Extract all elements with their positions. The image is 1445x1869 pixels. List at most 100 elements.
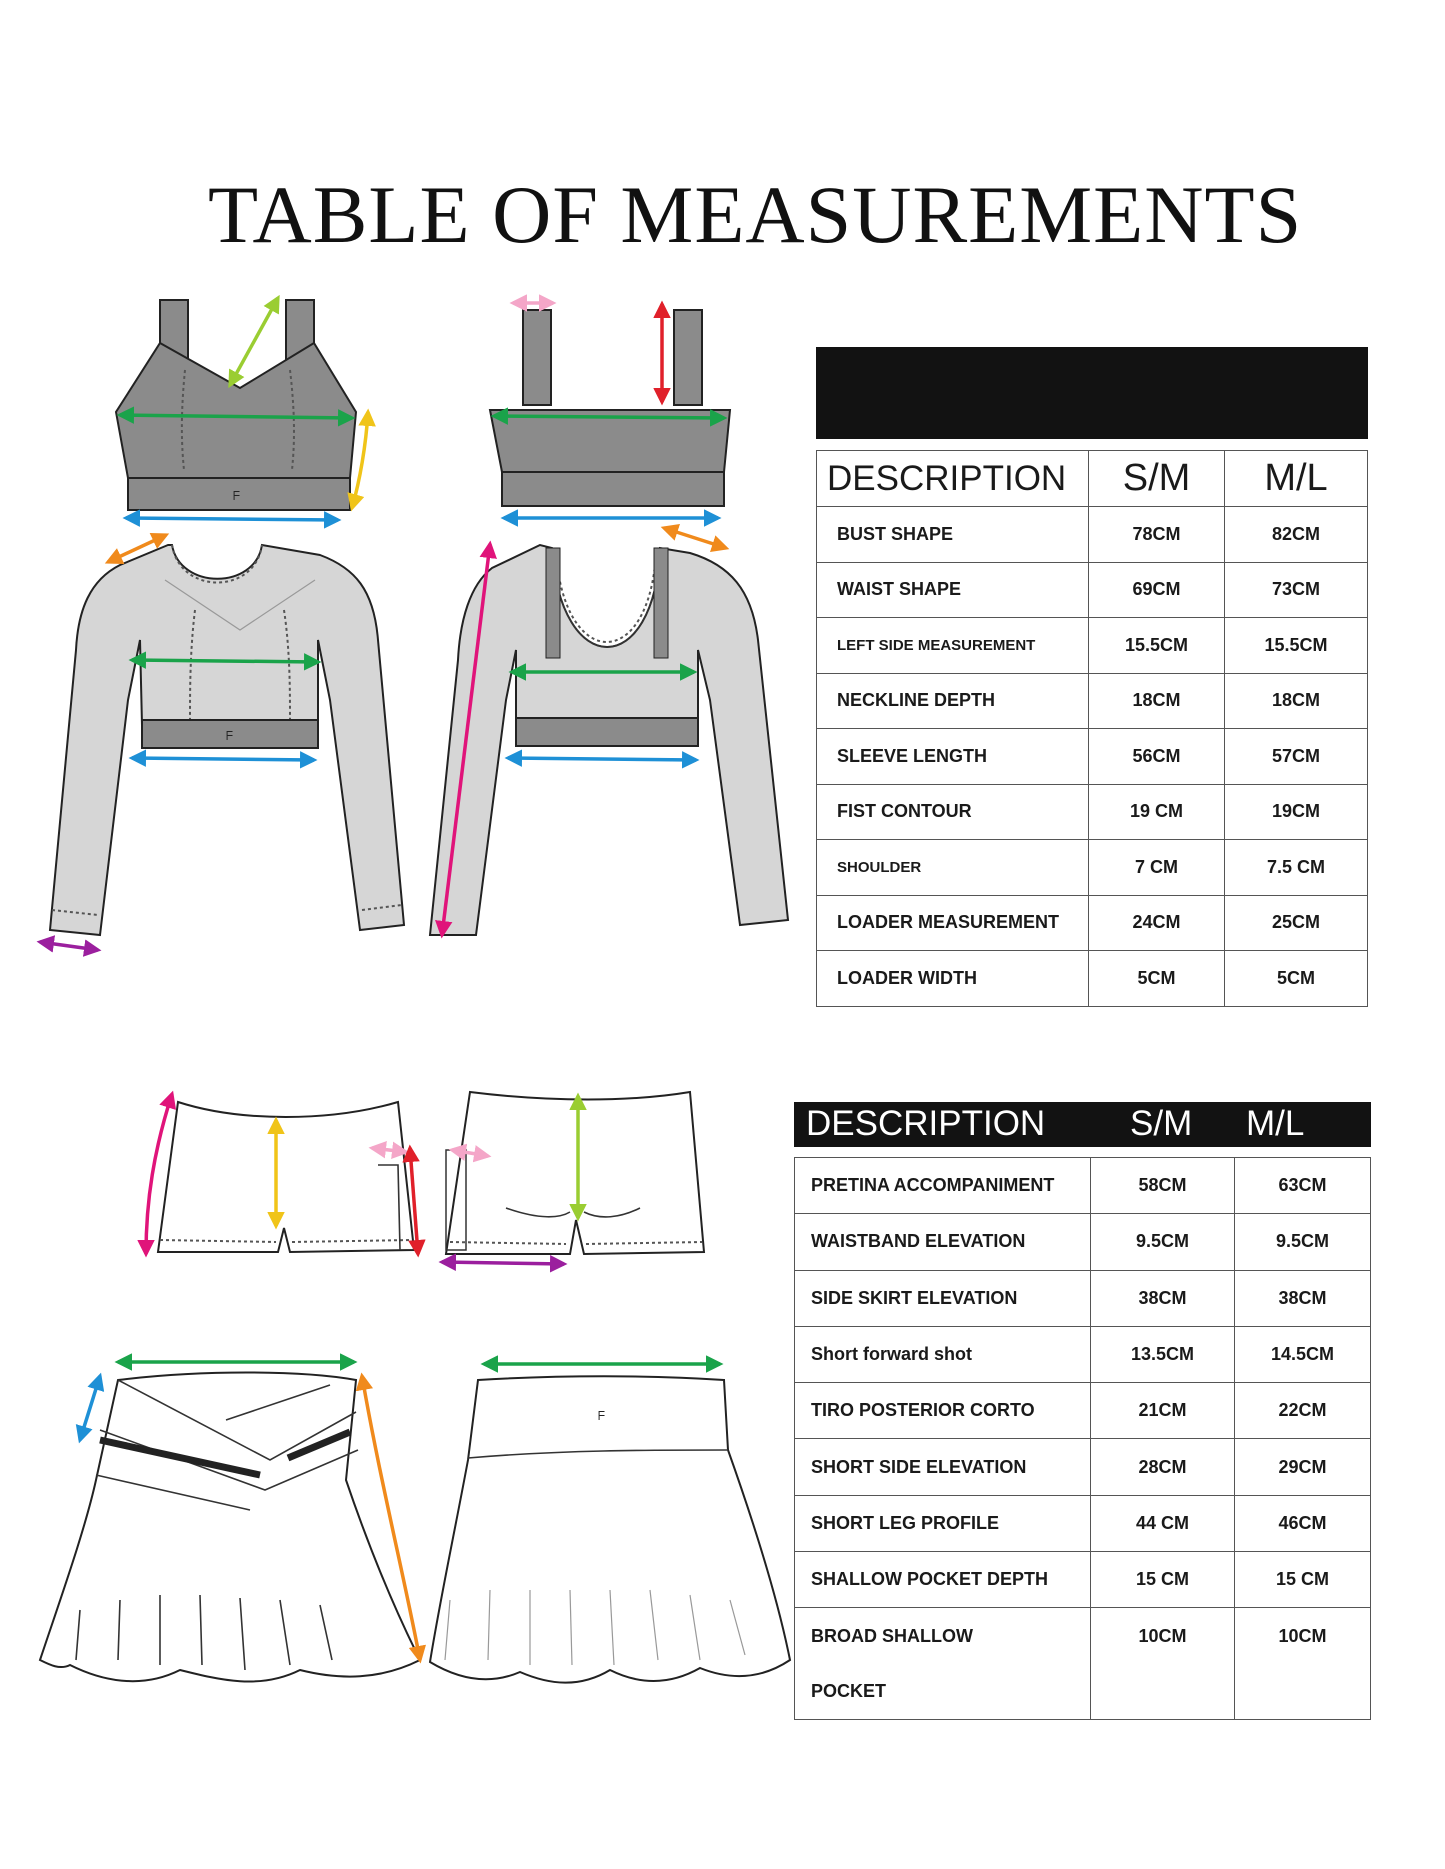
row-ml-value: 25CM (1224, 894, 1368, 951)
measurement-arrows (36, 294, 730, 1664)
row-label: POCKET (794, 1663, 1091, 1720)
arrow-orange-shoulder (104, 532, 170, 565)
arrow-purple-leg (438, 1253, 568, 1273)
row-sm-value: 18CM (1088, 672, 1225, 729)
row-ml-value: 82CM (1224, 506, 1368, 563)
row-label: NECKLINE DEPTH (816, 672, 1089, 729)
row-sm-value: 78CM (1088, 506, 1225, 563)
arrow-green-bust-back (490, 407, 728, 427)
row-sm-value: 56CM (1088, 728, 1225, 785)
row-sm-value (1090, 1663, 1235, 1720)
arrow-blue-waist-front (122, 509, 342, 529)
table-row: LOADER MEASUREMENT 24CM 25CM (816, 894, 1368, 951)
top-measurement-table: DESCRIPTION S/M M/L BUST SHAPE 78CM 82CM… (816, 450, 1368, 1007)
longsleeve-front-drawing: ᖴ (48, 543, 406, 937)
arrow-pink-back-pocket (448, 1143, 492, 1163)
row-ml-value: 38CM (1234, 1269, 1371, 1327)
table-row: BUST SHAPE 78CM 82CM (816, 506, 1368, 563)
row-sm-value: 5CM (1088, 950, 1225, 1007)
row-ml-value: 57CM (1224, 728, 1368, 785)
row-label: LOADER MEASUREMENT (816, 894, 1089, 951)
skirt-front-drawing (38, 1371, 422, 1683)
table-row: SLEEVE LENGTH 56CM 57CM (816, 728, 1368, 785)
arrow-pink-pocket (368, 1140, 410, 1160)
row-label: SLEEVE LENGTH (816, 728, 1089, 785)
row-ml-value: 5CM (1224, 950, 1368, 1007)
row-label: TIRO POSTERIOR CORTO (794, 1382, 1091, 1440)
row-label: SHORT LEG PROFILE (794, 1494, 1091, 1553)
row-ml-value: 15 CM (1234, 1551, 1371, 1609)
row-sm-value: 21CM (1090, 1382, 1235, 1440)
row-ml-value: 10CM (1234, 1607, 1371, 1664)
header-description: DESCRIPTION (816, 450, 1089, 507)
row-ml-value (1234, 1663, 1371, 1720)
arrow-blue-waistband-height (75, 1372, 105, 1444)
arrow-magenta-short-side (137, 1090, 177, 1258)
row-ml-value: 14.5CM (1234, 1325, 1371, 1384)
arrow-purple-cuff (36, 935, 102, 957)
table-row: BROAD SHALLOW 10CM 10CM (794, 1607, 1371, 1664)
row-label: SIDE SKIRT ELEVATION (794, 1269, 1091, 1327)
table-row: PRETINA ACCOMPANIMENT 58CM 63CM (794, 1156, 1371, 1215)
row-sm-value: 24CM (1088, 894, 1225, 951)
row-label: PRETINA ACCOMPANIMENT (794, 1156, 1091, 1215)
table-row: POCKET (794, 1663, 1371, 1720)
row-label: SHALLOW POCKET DEPTH (794, 1551, 1091, 1609)
row-ml-value: 46CM (1234, 1494, 1371, 1553)
table-row: LEFT SIDE MEASUREMENT 15.5CM 15.5CM (816, 617, 1368, 674)
row-ml-value: 18CM (1224, 672, 1368, 729)
svg-text:ᖴ: ᖴ (233, 489, 240, 503)
table-row: WAISTBAND ELEVATION 9.5CM 9.5CM (794, 1213, 1371, 1271)
arrow-green-bust-sleeve-front (128, 651, 322, 671)
arrow-orange-shoulder-back (660, 523, 730, 553)
row-ml-value: 22CM (1234, 1382, 1371, 1440)
header-description: DESCRIPTION (806, 1104, 1046, 1143)
header-sm: S/M (1088, 450, 1225, 507)
table-row: SHORT LEG PROFILE 44 CM 46CM (794, 1494, 1371, 1553)
row-ml-value: 29CM (1234, 1438, 1371, 1496)
row-sm-value: 15.5CM (1088, 617, 1225, 674)
row-sm-value: 7 CM (1088, 839, 1225, 896)
table-row: LOADER WIDTH 5CM 5CM (816, 950, 1368, 1007)
header-ml: M/L (1246, 1104, 1305, 1143)
table-header-row: DESCRIPTION S/M M/L (816, 450, 1368, 507)
top-table-header-bar (816, 347, 1368, 439)
row-label: Short forward shot (794, 1325, 1091, 1384)
page-title: TABLE OF MEASUREMENTS (208, 169, 1303, 260)
row-sm-value: 28CM (1090, 1438, 1235, 1496)
table-row: SIDE SKIRT ELEVATION 38CM 38CM (794, 1269, 1371, 1327)
arrow-magenta-sleeve-length (435, 540, 497, 939)
row-sm-value: 58CM (1090, 1156, 1235, 1215)
bottom-measurement-table: PRETINA ACCOMPANIMENT 58CM 63CM WAISTBAN… (794, 1156, 1371, 1720)
row-label: BROAD SHALLOW (794, 1607, 1091, 1664)
skirt-back-drawing: ᖴ (428, 1375, 792, 1684)
table-row: FIST CONTOUR 19 CM 19CM (816, 783, 1368, 840)
longsleeve-back-drawing (428, 543, 790, 936)
row-ml-value: 9.5CM (1234, 1213, 1371, 1271)
table-row: SHALLOW POCKET DEPTH 15 CM 15 CM (794, 1551, 1371, 1609)
arrow-lime-bra (228, 294, 280, 389)
row-sm-value: 38CM (1090, 1269, 1235, 1327)
table-row: TIRO POSTERIOR CORTO 21CM 22CM (794, 1382, 1371, 1440)
row-ml-value: 7.5 CM (1224, 839, 1368, 896)
shorts-front-drawing (156, 1100, 416, 1254)
row-sm-value: 19 CM (1088, 783, 1225, 840)
row-label: LOADER WIDTH (816, 950, 1089, 1007)
row-label: WAISTBAND ELEVATION (794, 1213, 1091, 1271)
arrow-yellow-side (347, 408, 376, 512)
row-ml-value: 63CM (1234, 1156, 1371, 1215)
table-row: Short forward shot 13.5CM 14.5CM (794, 1325, 1371, 1384)
arrow-orange-skirt-length (355, 1372, 427, 1664)
arrow-red-pocket-depth (402, 1144, 426, 1258)
header-ml: M/L (1224, 450, 1368, 507)
svg-text:ᖴ: ᖴ (226, 729, 233, 743)
row-label: BUST SHAPE (816, 506, 1089, 563)
arrow-blue-waist-sleeve-front (128, 749, 318, 769)
header-sm: S/M (1130, 1104, 1193, 1143)
svg-text:ᖴ: ᖴ (598, 1409, 605, 1423)
row-sm-value: 15 CM (1090, 1551, 1235, 1609)
bra-front-drawing: ᖴ (114, 299, 358, 511)
table-row: SHORT SIDE ELEVATION 28CM 29CM (794, 1438, 1371, 1496)
bottom-table-header-bar: DESCRIPTION S/M M/L (794, 1102, 1371, 1147)
